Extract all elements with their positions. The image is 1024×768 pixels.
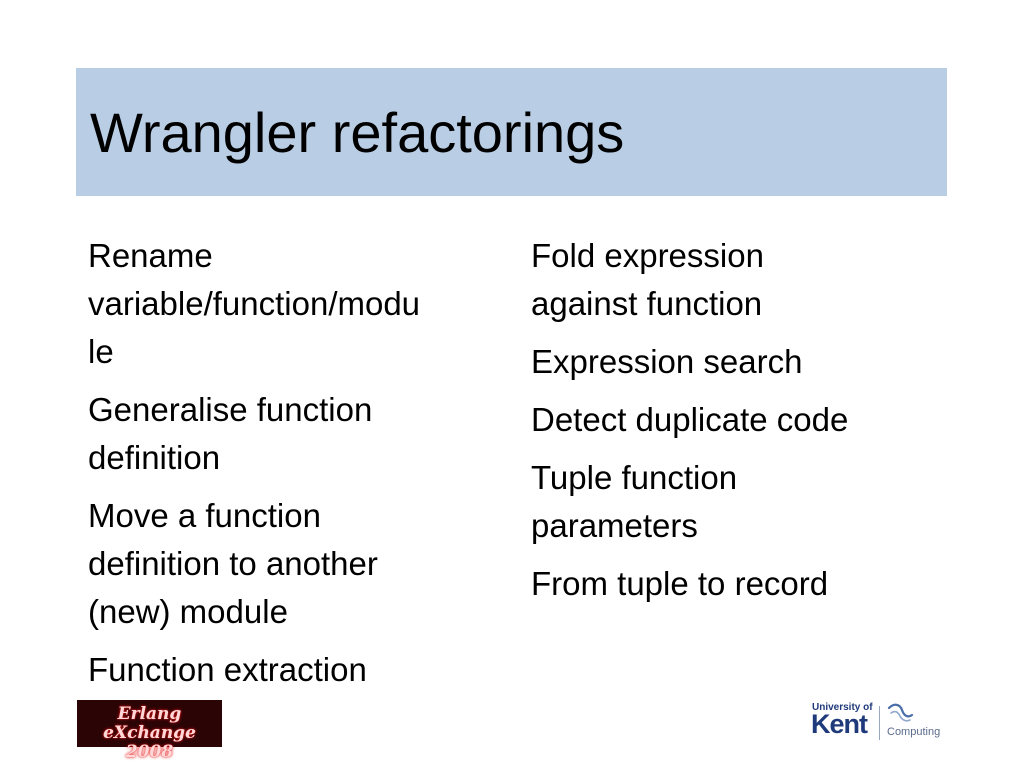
list-item-line: Fold expression	[531, 237, 764, 274]
computing-swirl-icon	[887, 703, 914, 722]
erlang-logo-line2: 2008	[125, 742, 174, 762]
list-item-line: Detect duplicate code	[531, 401, 849, 438]
list-item: Fold expression against function	[531, 232, 931, 328]
list-item: Detect duplicate code	[531, 396, 931, 444]
list-item-line: le	[88, 333, 114, 370]
list-item: From tuple to record	[531, 560, 931, 608]
right-bullet-list: Fold expression against function Express…	[531, 232, 931, 618]
list-item-line: Function extraction	[88, 651, 367, 688]
list-item: Move a function definition to another (n…	[88, 492, 498, 636]
kent-logo-department: Computing	[887, 726, 941, 738]
kent-logo-small-text: University of	[812, 702, 873, 713]
list-item-line: Tuple function	[531, 459, 738, 496]
list-item: Function extraction	[88, 646, 498, 694]
list-item-line: Rename	[88, 237, 213, 274]
left-bullet-list: Rename variable/function/modu le General…	[88, 232, 498, 704]
erlang-exchange-logo: Erlang eXchange 2008	[77, 700, 222, 762]
list-item: Generalise function definition	[88, 386, 498, 482]
list-item: Expression search	[531, 338, 931, 386]
kent-logo-divider	[879, 706, 880, 740]
list-item: Tuple function parameters	[531, 454, 931, 550]
list-item-line: definition to another	[88, 545, 378, 582]
list-item-line: Generalise function	[88, 391, 373, 428]
list-item-line: From tuple to record	[531, 565, 829, 602]
list-item: Rename variable/function/modu le	[88, 232, 498, 376]
erlang-logo-line1: Erlang eXchange	[103, 704, 196, 743]
list-item-line: definition	[88, 439, 221, 476]
list-item-line: parameters	[531, 507, 698, 544]
list-item-line: Expression search	[531, 343, 803, 380]
list-item-line: against function	[531, 285, 763, 322]
list-item-line: variable/function/modu	[88, 285, 421, 322]
university-of-kent-logo: University of Kent Computing	[808, 700, 948, 744]
list-item-line: Move a function	[88, 497, 321, 534]
kent-logo-name: Kent	[811, 709, 868, 739]
list-item-line: (new) module	[88, 593, 288, 630]
slide-title: Wrangler refactorings	[90, 101, 625, 164]
title-band: Wrangler refactorings	[76, 68, 947, 196]
